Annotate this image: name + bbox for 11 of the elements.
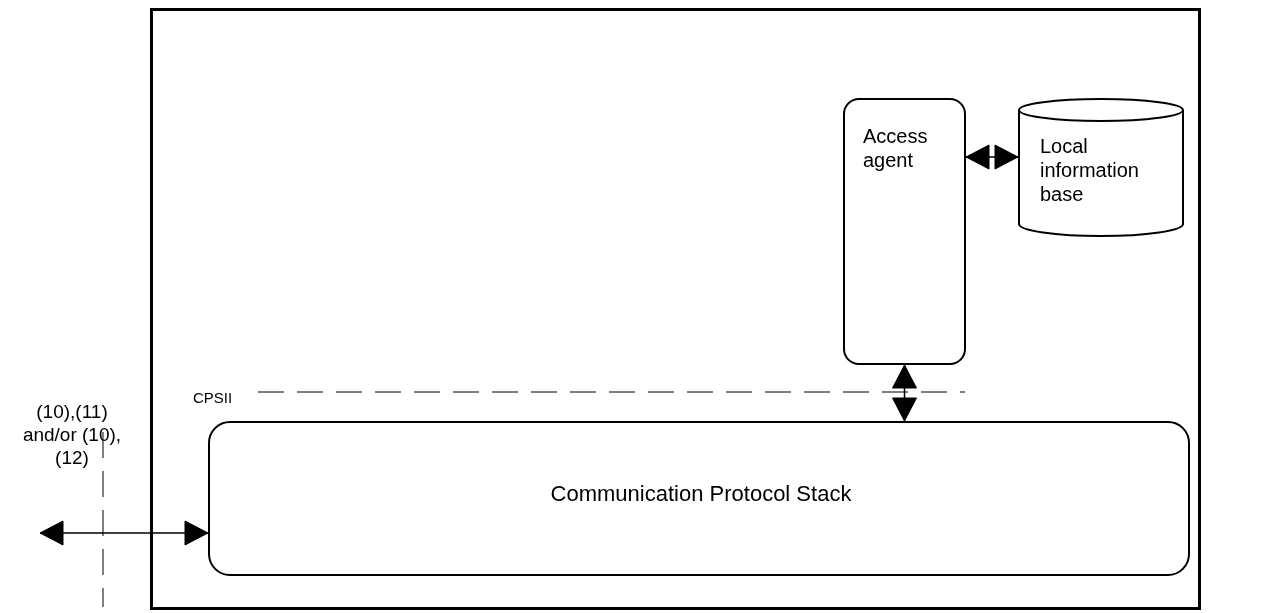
double-arrow (892, 364, 917, 422)
system-boundary-box (150, 8, 1201, 610)
process-box (208, 421, 1190, 576)
double-arrow (965, 144, 1019, 170)
node-label: Access agent (863, 124, 929, 172)
node-label: Local information base (1040, 134, 1140, 206)
node-label: Communication Protocol Stack (549, 481, 853, 508)
agent-box (843, 98, 966, 365)
reference-label: (10),(11) and/or (10),(12) (22, 401, 122, 470)
interface-label: CPSII (193, 389, 233, 407)
double-arrow (39, 520, 209, 546)
